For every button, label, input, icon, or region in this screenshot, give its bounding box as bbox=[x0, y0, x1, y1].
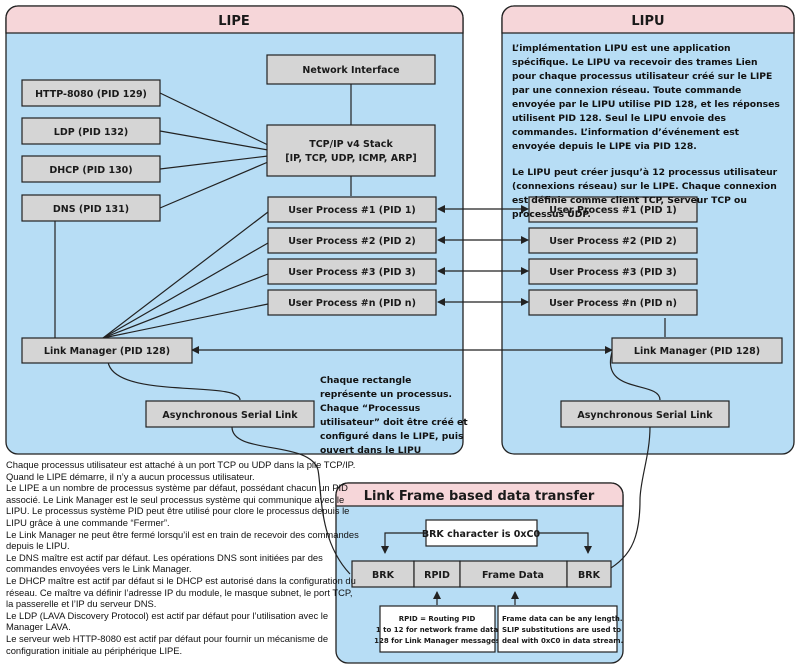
svg-text:User Process #3 (PID 3): User Process #3 (PID 3) bbox=[288, 267, 416, 278]
connection-lines bbox=[54, 84, 666, 575]
process-arrows bbox=[191, 205, 613, 354]
lipu-user-process-1: User Process #1 (PID 1) bbox=[528, 196, 698, 223]
lipu-async-serial-link: Asynchronous Serial Link bbox=[560, 400, 730, 428]
svg-text:HTTP-8080 (PID 129): HTTP-8080 (PID 129) bbox=[35, 89, 147, 100]
note-line-5: Le DNS maître est actif par défaut. Les … bbox=[6, 551, 323, 575]
data-note-line3: deal with 0xC0 in data stream. bbox=[502, 637, 623, 645]
rpid-note-line1: RPID = Routing PID bbox=[399, 615, 476, 623]
note-line-6: Le DHCP maître est actif par défaut si l… bbox=[6, 574, 356, 610]
frame-field-brk-start: BRK bbox=[372, 570, 395, 581]
explanatory-notes: Chaque processus utilisateur est attaché… bbox=[6, 459, 362, 656]
note-line-3: Le LIPE a un nombre de processus système… bbox=[6, 482, 350, 528]
lipe-service-dns: DNS (PID 131) bbox=[21, 194, 161, 222]
lipu-user-process-3: User Process #3 (PID 3) bbox=[528, 258, 698, 285]
lipe-tcpip-stack: TCP/IP v4 Stack [IP, TCP, UDP, ICMP, ARP… bbox=[266, 124, 436, 177]
brk-note: BRK character is 0xC0 bbox=[422, 529, 541, 540]
link-frame-title: Link Frame based data transfer bbox=[364, 489, 595, 504]
rectangle-note: Chaque rectangle représente un processus… bbox=[320, 375, 468, 456]
svg-text:DHCP (PID 130): DHCP (PID 130) bbox=[49, 165, 132, 176]
svg-text:Link Manager (PID 128): Link Manager (PID 128) bbox=[634, 346, 760, 357]
lipu-title: LIPU bbox=[631, 14, 664, 29]
lipe-user-process-3: User Process #3 (PID 3) bbox=[267, 258, 437, 285]
svg-text:User Process #2 (PID 2): User Process #2 (PID 2) bbox=[549, 236, 677, 247]
frame-field-brk-end: BRK bbox=[578, 570, 601, 581]
note-line-7: Le LDP (LAVA Discovery Protocol) est act… bbox=[6, 609, 329, 633]
frame-structure: BRK character is 0xC0 BRK RPID Frame Dat… bbox=[351, 519, 623, 653]
data-note-line2: SLIP substitutions are used to bbox=[502, 626, 621, 634]
svg-text:User Process #1 (PID 1): User Process #1 (PID 1) bbox=[288, 205, 416, 216]
rpid-note-line3: 128 for Link Manager messages bbox=[374, 637, 500, 645]
lipe-user-process-n: User Process #n (PID n) bbox=[267, 289, 437, 316]
svg-text:Asynchronous Serial Link: Asynchronous Serial Link bbox=[577, 410, 713, 421]
svg-text:LDP (PID 132): LDP (PID 132) bbox=[54, 127, 128, 138]
lipu-description-p1: L’implémentation LIPU est une applicatio… bbox=[512, 43, 780, 152]
frame-field-rpid: RPID bbox=[424, 570, 450, 581]
svg-text:Network Interface: Network Interface bbox=[302, 65, 399, 76]
lipe-service-dhcp: DHCP (PID 130) bbox=[21, 155, 161, 183]
data-note-line1: Frame data can be any length. bbox=[502, 615, 623, 623]
lipu-description-p2: Le LIPU peut créer jusqu’à 12 processus … bbox=[512, 167, 778, 220]
lipe-network-interface: Network Interface bbox=[266, 54, 436, 85]
lipe-title: LIPE bbox=[218, 14, 250, 29]
lipe-service-http: HTTP-8080 (PID 129) bbox=[21, 79, 161, 107]
svg-text:TCP/IP v4 Stack: TCP/IP v4 Stack bbox=[309, 139, 393, 150]
svg-text:User Process #1 (PID 1): User Process #1 (PID 1) bbox=[549, 205, 677, 216]
lipe-link-manager: Link Manager (PID 128) bbox=[21, 337, 193, 364]
svg-text:Asynchronous Serial Link: Asynchronous Serial Link bbox=[162, 410, 298, 421]
frame-field-data: Frame Data bbox=[482, 570, 544, 581]
lipu-user-process-n: User Process #n (PID n) bbox=[528, 289, 698, 316]
svg-text:DNS (PID 131): DNS (PID 131) bbox=[53, 204, 129, 215]
lipe-async-serial-link: Asynchronous Serial Link bbox=[145, 400, 315, 428]
note-line-4: Le Link Manager ne peut être fermé lorsq… bbox=[6, 528, 359, 552]
note-line-2: Quand le LIPE démarre, il n’y a aucun pr… bbox=[6, 470, 255, 482]
note-line-8: Le serveur web HTTP-8080 est actif par d… bbox=[6, 632, 329, 656]
svg-text:User Process #n (PID n): User Process #n (PID n) bbox=[549, 298, 677, 309]
svg-text:Link Manager (PID 128): Link Manager (PID 128) bbox=[44, 346, 170, 357]
lipu-user-process-2: User Process #2 (PID 2) bbox=[528, 227, 698, 254]
lipe-user-process-2: User Process #2 (PID 2) bbox=[267, 227, 437, 254]
svg-text:User Process #n (PID n): User Process #n (PID n) bbox=[288, 298, 416, 309]
svg-text:User Process #3 (PID 3): User Process #3 (PID 3) bbox=[549, 267, 677, 278]
svg-text:[IP, TCP, UDP, ICMP, ARP]: [IP, TCP, UDP, ICMP, ARP] bbox=[285, 153, 416, 164]
note-line-1: Chaque processus utilisateur est attaché… bbox=[6, 459, 356, 470]
rpid-note-line2: 1 to 12 for network frame data bbox=[376, 626, 498, 634]
lipe-user-process-1: User Process #1 (PID 1) bbox=[267, 196, 437, 223]
lipu-description: L’implémentation LIPU est une applicatio… bbox=[512, 42, 784, 234]
lipe-service-ldp: LDP (PID 132) bbox=[21, 117, 161, 145]
svg-text:User Process #2 (PID 2): User Process #2 (PID 2) bbox=[288, 236, 416, 247]
lipu-link-manager: Link Manager (PID 128) bbox=[611, 337, 783, 364]
